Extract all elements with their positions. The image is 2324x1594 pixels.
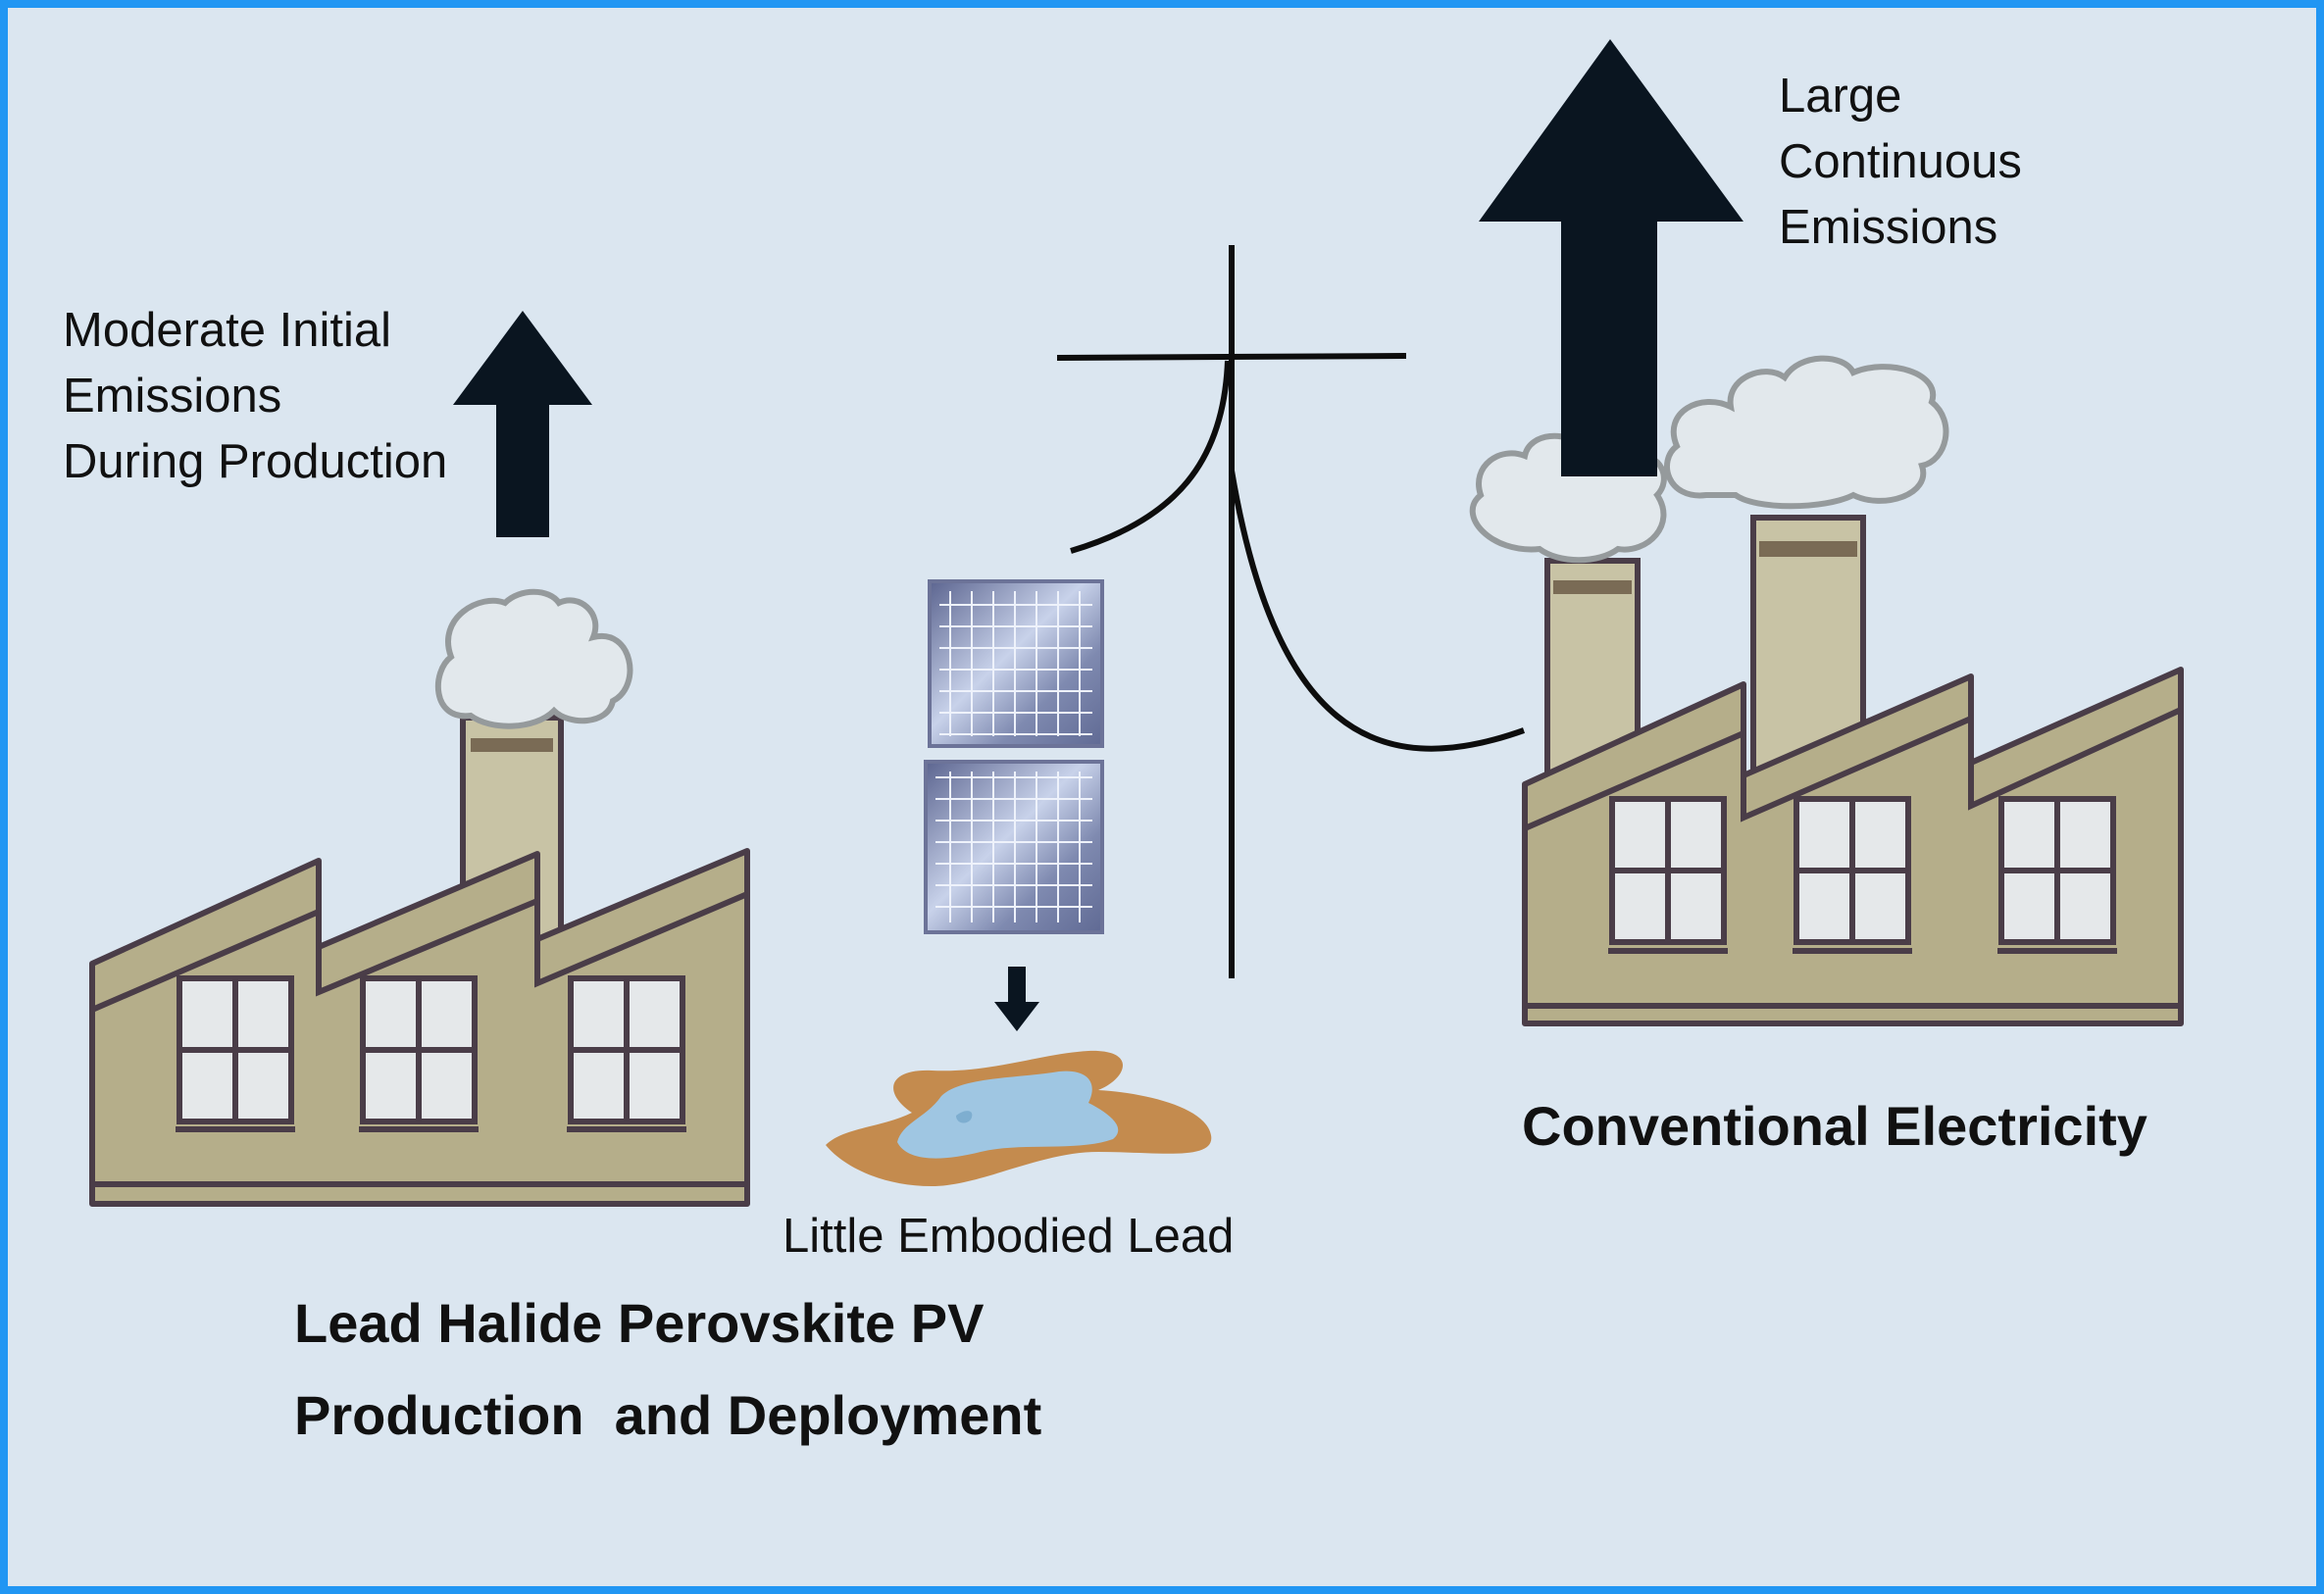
right-factory-window bbox=[1997, 796, 2117, 954]
perovskite-title: Lead Halide Perovskite PV Production and… bbox=[294, 1292, 1041, 1446]
large-emissions-line: Continuous bbox=[1779, 135, 2022, 188]
large-emissions-label: Large Continuous Emissions bbox=[1779, 70, 2036, 254]
left-factory-icon bbox=[89, 588, 750, 1207]
conventional-electricity-title: Conventional Electricity bbox=[1522, 1095, 2147, 1157]
solar-panel-icon bbox=[924, 760, 1104, 934]
moderate-emissions-line: Emissions bbox=[63, 370, 281, 423]
right-factory-icon bbox=[1469, 355, 2184, 1026]
right-smoke-cloud-icon bbox=[1664, 355, 1949, 510]
left-factory-window bbox=[567, 975, 686, 1132]
lead-leak-arrow-icon bbox=[994, 967, 1039, 1031]
moderate-emissions-line: During Production bbox=[63, 435, 447, 488]
right-factory-window bbox=[1608, 796, 1728, 954]
moderate-emissions-line: Moderate Initial bbox=[63, 304, 391, 357]
perovskite-title-line: Production and Deployment bbox=[294, 1384, 1041, 1446]
little-embodied-lead-label: Little Embodied Lead bbox=[783, 1210, 1234, 1263]
large-emissions-line: Emissions bbox=[1779, 201, 1997, 254]
right-factory-window bbox=[1793, 796, 1912, 954]
solar-panel-icon bbox=[928, 579, 1104, 748]
moderate-emission-arrow-icon bbox=[453, 311, 592, 537]
perovskite-title-line: Lead Halide Perovskite PV bbox=[294, 1292, 984, 1354]
moderate-emissions-label: Moderate Initial Emissions During Produc… bbox=[63, 304, 447, 488]
left-smoke-cloud-icon bbox=[435, 588, 633, 729]
large-emission-arrow-icon bbox=[1479, 39, 1743, 476]
lead-puddle-icon bbox=[826, 1050, 1212, 1186]
large-emissions-line: Large bbox=[1779, 70, 1901, 123]
left-factory-window bbox=[359, 975, 479, 1132]
power-pole-icon bbox=[1056, 245, 1526, 978]
left-factory-window bbox=[176, 975, 295, 1132]
